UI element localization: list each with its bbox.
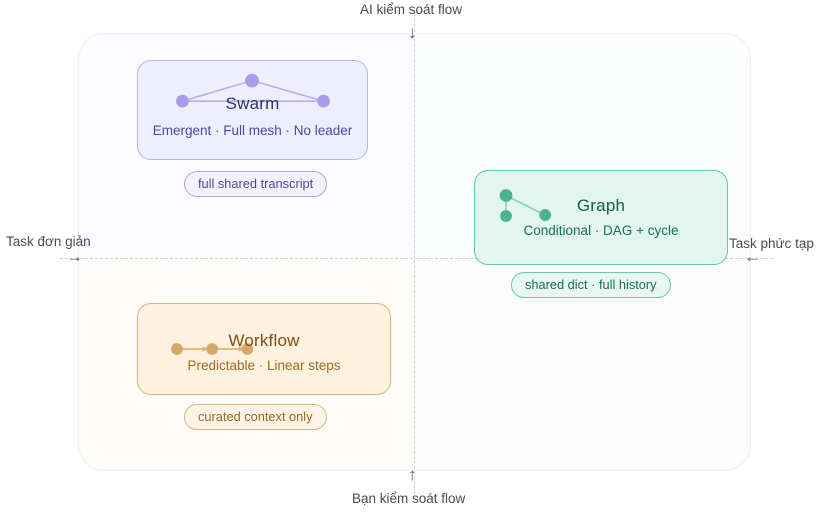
card-graph[interactable]: Graph Conditional · DAG + cycle	[474, 170, 728, 265]
arrow-left-icon: ←	[744, 247, 761, 266]
badge-swarm-context: full shared transcript	[184, 171, 328, 197]
card-workflow[interactable]: Workflow Predictable · Linear steps	[137, 303, 391, 395]
card-swarm[interactable]: Swarm Emergent · Full mesh · No leader	[137, 60, 368, 160]
card-workflow-subtitle: Predictable · Linear steps	[187, 358, 341, 373]
card-graph-subtitle: Conditional · DAG + cycle	[523, 223, 679, 238]
arrow-right-icon: →	[66, 247, 83, 266]
card-swarm-title: Swarm	[225, 94, 280, 113]
badge-graph-context: shared dict · full history	[511, 272, 671, 298]
horizontal-axis-divider	[60, 258, 773, 259]
card-swarm-subtitle: Emergent · Full mesh · No leader	[152, 123, 353, 138]
graph-dag-icon	[499, 189, 552, 222]
axis-label-right: Task phức tạp	[729, 236, 814, 251]
card-workflow-title: Workflow	[228, 331, 300, 350]
vertical-axis-divider	[414, 14, 415, 494]
card-graph-title: Graph	[576, 196, 626, 215]
badge-workflow-context: curated context only	[184, 404, 327, 430]
axis-label-bottom: Bạn kiểm soát flow	[352, 491, 466, 506]
arrow-up-icon: ↑	[408, 465, 417, 484]
axis-label-left: Task đơn giản	[6, 234, 91, 249]
axis-label-top: AI kiểm soát flow	[360, 2, 463, 17]
arrow-down-icon: ↓	[408, 23, 417, 42]
